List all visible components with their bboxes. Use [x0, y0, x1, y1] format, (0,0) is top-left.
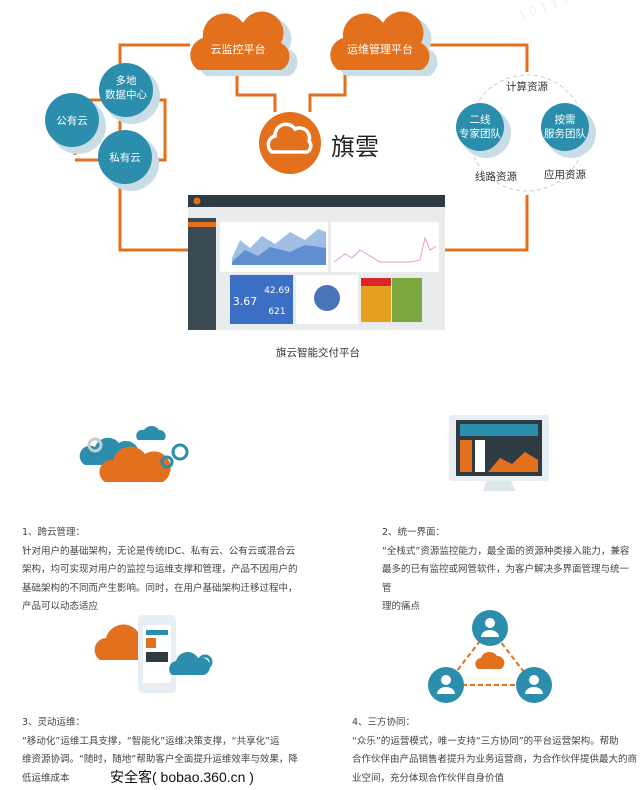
platform-diagram: 云监控平台 运维管理平台 多地 数据中心 公有云 私有云 旗雲 计算资源 线路资… [45, 0, 596, 359]
platform-caption: 旗云智能交付平台 [276, 346, 360, 359]
logo-text: 旗雲 [331, 133, 379, 161]
feature-text: 针对用户的基础架构，无论是传统IDC、私有云、公有云或混合云 [22, 545, 296, 557]
circle-label: 二线 [470, 113, 491, 126]
monitor-icon [449, 415, 549, 491]
feature-text: “移动化”运维工具支撑，“智能化”运维决策支撑，“共享化”运 [22, 735, 280, 747]
feature-title: 2、统一界面： [382, 527, 446, 538]
feature-text: 维资源协调。“随时，随地”帮助客户全面提升运维效率与效果，降 [22, 754, 298, 765]
feature-text: 低运维成本 [22, 772, 70, 784]
circle-label: 私有云 [109, 151, 141, 164]
circle-label: 多地 [116, 74, 137, 87]
feature-text: “众乐”的运营模式，唯一支持“三方协同”的平台运营架构。帮助 [352, 735, 619, 747]
kpi-value: 3.67 [233, 295, 258, 308]
circle-label: 专家团队 [459, 127, 501, 140]
three-party-icon [428, 610, 552, 703]
cloud-label: 运维管理平台 [347, 42, 413, 56]
feature-three-party: 4、三方协同： “众乐”的运营模式，唯一支持“三方协同”的平台运营架构。帮助 合… [352, 714, 640, 788]
cloud-label: 云监控平台 [211, 42, 266, 56]
feature-unified-ui: 2、统一界面： “全栈式”资源监控能力，最全面的资源种类接入能力，兼容 最多的已… [382, 524, 637, 617]
resource-label: 线路资源 [475, 170, 517, 183]
mobile-ops-icon [94, 615, 213, 693]
feature-text: 最多的已有监控或网管软件，为客户解决多界面管理与统一管 [382, 564, 630, 594]
circle-label: 服务团队 [544, 127, 586, 140]
feature-icons [79, 415, 552, 703]
feature-cross-cloud: 1、跨云管理： 针对用户的基础架构，无论是传统IDC、私有云、公有云或混合云 架… [22, 524, 312, 617]
feature-title: 1、跨云管理： [22, 527, 86, 538]
feature-text: 业空间，充分体现合作伙伴自身价值 [352, 772, 505, 784]
cloud-monitor-platform: 云监控平台 [190, 11, 298, 76]
feature-title: 4、三方协同： [352, 717, 416, 728]
circle-label: 按需 [555, 113, 576, 126]
circle-private-cloud: 私有云 [98, 130, 159, 191]
feature-text: 架构，均可实现对用户的监控与运维支撑和管理，产品不因用户的 [22, 564, 298, 575]
kpi-value: 42.69 [264, 286, 290, 296]
feature-text: 合作伙伴由产品销售者提升为业务运营商，为合作伙伴提供最大的商 [352, 754, 638, 765]
feature-title: 3、灵动运维： [22, 717, 86, 728]
feature-text: 理的痛点 [382, 601, 421, 612]
circle-public-cloud: 公有云 [45, 93, 106, 154]
kpi-value: 621 [268, 307, 285, 317]
feature-text: 基础架构的不同而产生影响。同时，在用户基础架构迁移过程中， [22, 582, 298, 594]
resource-cycle: 计算资源 线路资源 应用资源 二线 专家团队 按需 服务团队 [456, 74, 596, 192]
feature-text: “全栈式”资源监控能力，最全面的资源种类接入能力，兼容 [382, 545, 630, 557]
watermark: 安全客( bobao.360.cn ) [110, 769, 254, 785]
circle-label: 数据中心 [105, 88, 147, 101]
feature-agile-ops: 3、灵动运维： “移动化”运维工具支撑，“智能化”运维决策支撑，“共享化”运 维… [22, 714, 322, 788]
multi-cloud-icon [79, 425, 189, 482]
dashboard-screenshot: 3.67 42.69 621 [188, 195, 445, 330]
feature-text: 产品可以动态适应 [22, 601, 99, 612]
circle-multi-dc: 多地 数据中心 [99, 63, 160, 124]
resource-label: 计算资源 [506, 80, 548, 93]
qiyun-logo: 旗雲 [259, 112, 379, 174]
resource-label: 应用资源 [544, 168, 586, 181]
circle-label: 公有云 [56, 114, 88, 127]
cloud-ops-platform: 运维管理平台 [330, 11, 438, 76]
background-binary-decoration: 1 0 1 1 0 0 1 [516, 0, 593, 23]
